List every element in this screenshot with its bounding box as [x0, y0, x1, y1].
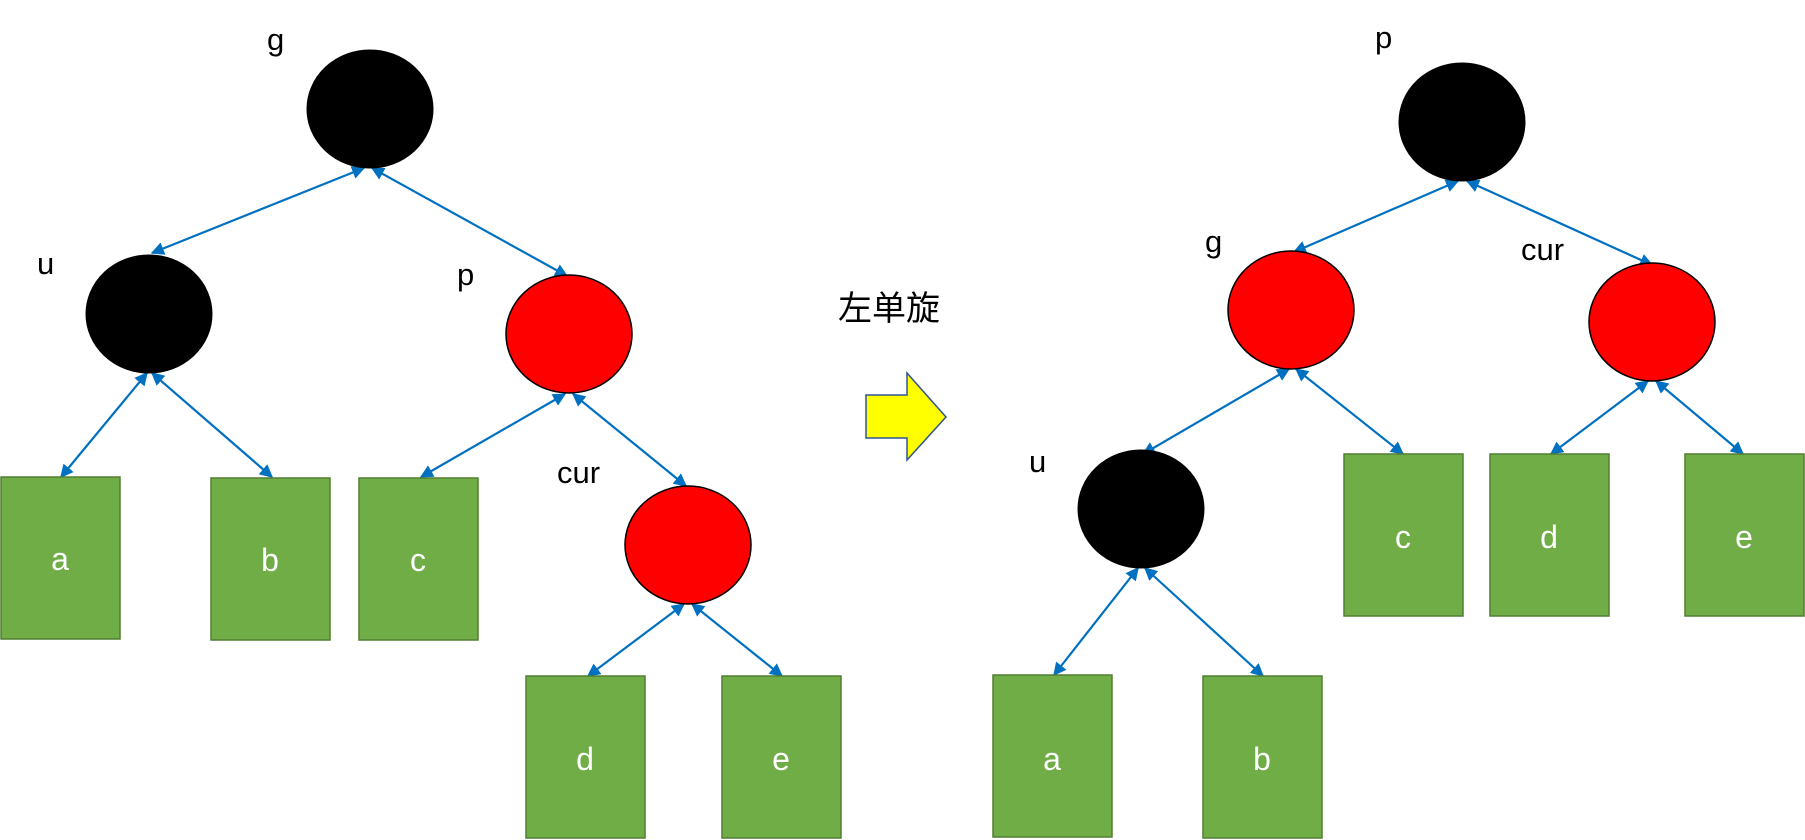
after-leaf-d — [1489, 453, 1610, 617]
after-leaf-b — [1202, 675, 1323, 839]
after-tree: p g cur u a b c d e — [992, 20, 1805, 839]
before-node-p — [505, 274, 633, 394]
before-label-u: u — [37, 246, 54, 281]
edge-p-cur — [1465, 179, 1654, 267]
before-leaf-a-label: a — [51, 541, 69, 577]
before-tree: g u p cur a b c d e — [0, 22, 842, 839]
after-leaf-e-label: e — [1735, 519, 1753, 555]
after-label-g: g — [1205, 224, 1222, 259]
before-leaf-b — [210, 477, 331, 641]
edge-g-c — [1294, 368, 1405, 455]
before-leaf-d-label: d — [576, 741, 594, 777]
edge-g-p — [370, 167, 569, 277]
before-node-u — [85, 254, 213, 374]
before-leaf-e — [721, 675, 842, 839]
after-leaf-b-label: b — [1253, 741, 1271, 777]
edge-cur-d — [586, 603, 686, 677]
before-leaf-a — [0, 476, 121, 640]
edge-cur-d — [1549, 380, 1650, 455]
edge-u-b — [1144, 567, 1264, 677]
after-leaf-a — [992, 674, 1113, 838]
after-node-g — [1227, 250, 1355, 370]
edge-p-cur — [571, 393, 688, 487]
after-leaf-c-label: c — [1395, 519, 1411, 555]
rotation-label: 左单旋 — [838, 289, 940, 329]
after-label-p: p — [1375, 20, 1392, 55]
edge-u-a — [60, 371, 148, 479]
edge-u-b — [151, 372, 273, 478]
edge-u-a — [1053, 566, 1139, 677]
edge-p-g — [1292, 179, 1460, 254]
edge-p-c — [419, 393, 567, 478]
before-leaf-b-label: b — [261, 542, 279, 578]
before-leaf-e-label: e — [772, 741, 790, 777]
edge-g-u — [1141, 368, 1291, 455]
after-leaf-e — [1684, 453, 1805, 617]
before-node-g — [306, 49, 434, 169]
before-node-cur — [624, 485, 752, 605]
after-node-u — [1077, 449, 1205, 569]
edge-cur-e — [690, 603, 784, 677]
rotation-operation: 左单旋 — [838, 289, 948, 462]
before-label-g: g — [267, 22, 284, 57]
before-leaf-c-label: c — [410, 542, 426, 578]
after-label-cur: cur — [1521, 232, 1564, 267]
after-leaf-a-label: a — [1043, 741, 1061, 777]
before-edges — [60, 166, 784, 677]
before-leaf-d — [525, 675, 646, 839]
after-leaf-c — [1343, 453, 1464, 617]
before-label-p: p — [457, 257, 474, 292]
after-leaf-d-label: d — [1540, 519, 1558, 555]
right-arrow-icon — [865, 371, 948, 462]
before-leaf-c — [358, 477, 479, 641]
before-label-cur: cur — [557, 455, 600, 490]
edge-g-u — [150, 166, 366, 255]
after-node-cur — [1588, 262, 1716, 382]
after-label-u: u — [1029, 444, 1046, 479]
after-edges — [1053, 179, 1745, 677]
after-node-p — [1398, 62, 1526, 182]
edge-cur-e — [1654, 380, 1745, 455]
